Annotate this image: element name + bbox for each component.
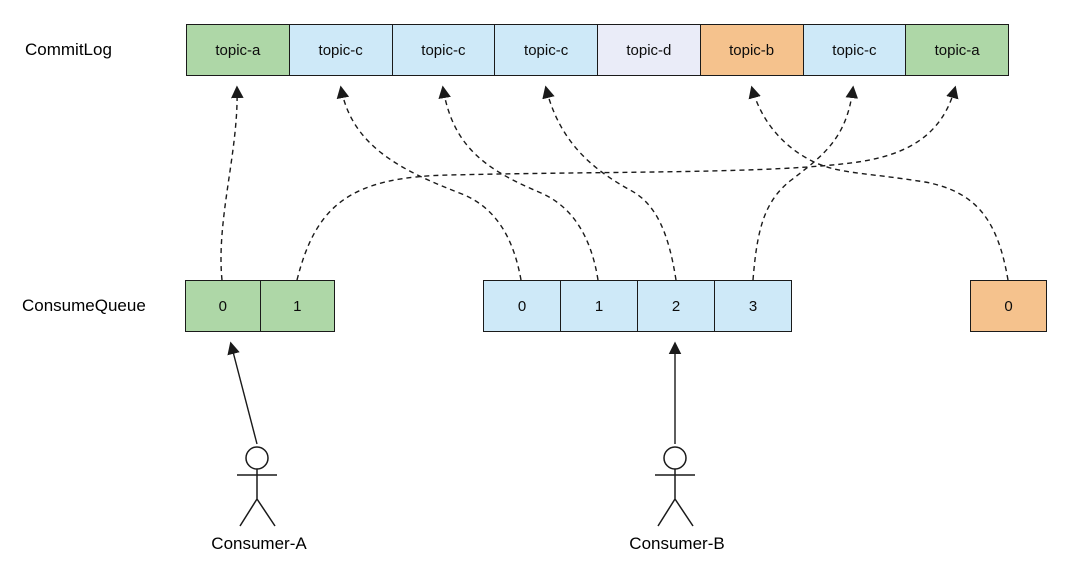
consumer-a-arrow [227,341,258,445]
commitlog-row: topic-a topic-c topic-c topic-c topic-d … [186,24,1009,76]
consumequeue-label: ConsumeQueue [22,296,146,315]
commitlog-slot-8: topic-a [906,25,1008,75]
queue-blue-cell-0: 0 [484,281,561,331]
queue-blue-cell-1: 1 [561,281,638,331]
commitlog-slot-3: topic-c [392,25,496,75]
arrow-orange0-to-slot6 [748,85,1009,281]
consumer-b-head [663,446,687,470]
consumer-b-body [655,469,695,527]
consume-queue-topic-a: 0 1 [185,280,335,332]
commitlog-slot-7: topic-c [803,25,907,75]
consumer-b-label: Consumer-B [629,534,725,553]
arrow-blue3-to-slot7 [752,85,859,281]
commitlog-slot-4: topic-c [495,25,598,75]
queue-blue-cell-3: 3 [715,281,791,331]
consumer-a-body [237,469,277,527]
consumer-b-figure [655,341,695,527]
commitlog-slot-2: topic-c [289,25,393,75]
queue-blue-cell-2: 2 [638,281,715,331]
consumer-a-label: Consumer-A [211,534,307,553]
consume-queue-topic-c: 0 1 2 3 [483,280,792,332]
queue-green-cell-1: 1 [260,281,334,331]
consume-queue-topic-b: 0 [970,280,1047,332]
commitlog-label: CommitLog [25,40,112,59]
queue-green-cell-0: 0 [186,281,261,331]
consumer-a-figure [227,341,277,527]
arrow-green1-to-slot8 [296,85,959,281]
queue-orange-cell-0: 0 [971,281,1046,331]
commitlog-slot-1: topic-a [187,25,290,75]
arrow-blue0-to-slot2 [336,85,522,281]
arrow-blue2-to-slot4 [542,85,677,281]
commitlog-slot-6: topic-b [700,25,804,75]
consumer-a-head [245,446,269,470]
arrow-green0-to-slot1 [220,85,244,281]
commitlog-slot-5: topic-d [598,25,701,75]
arrow-blue1-to-slot3 [438,85,599,281]
